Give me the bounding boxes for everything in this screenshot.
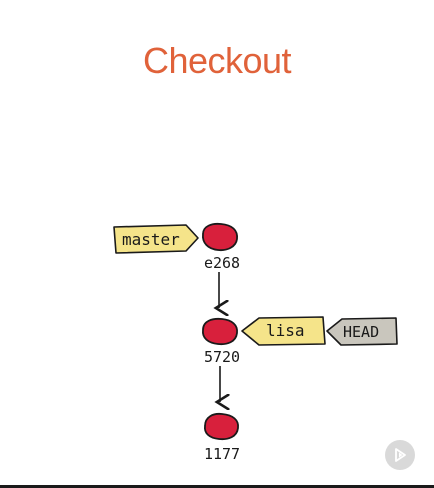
- commit-id-e268: e268: [204, 254, 240, 272]
- commit-node-1177: 1177: [204, 412, 240, 463]
- slide-title: Checkout: [142, 40, 292, 81]
- branch-label-master: master: [113, 224, 199, 254]
- lisa-label-text: lisa: [266, 321, 305, 340]
- commit-node-5720: 5720: [202, 317, 240, 366]
- play-button[interactable]: [385, 440, 415, 470]
- branch-label-lisa: lisa: [241, 316, 326, 346]
- commit-node-e268: e268: [202, 222, 240, 272]
- bottom-border: [0, 485, 434, 488]
- master-label-text: master: [122, 230, 180, 249]
- head-label-text: HEAD: [343, 323, 379, 341]
- commit-id-1177: 1177: [204, 445, 240, 463]
- commit-id-5720: 5720: [204, 348, 240, 366]
- head-label: HEAD: [326, 317, 398, 346]
- play-icon: [395, 448, 406, 462]
